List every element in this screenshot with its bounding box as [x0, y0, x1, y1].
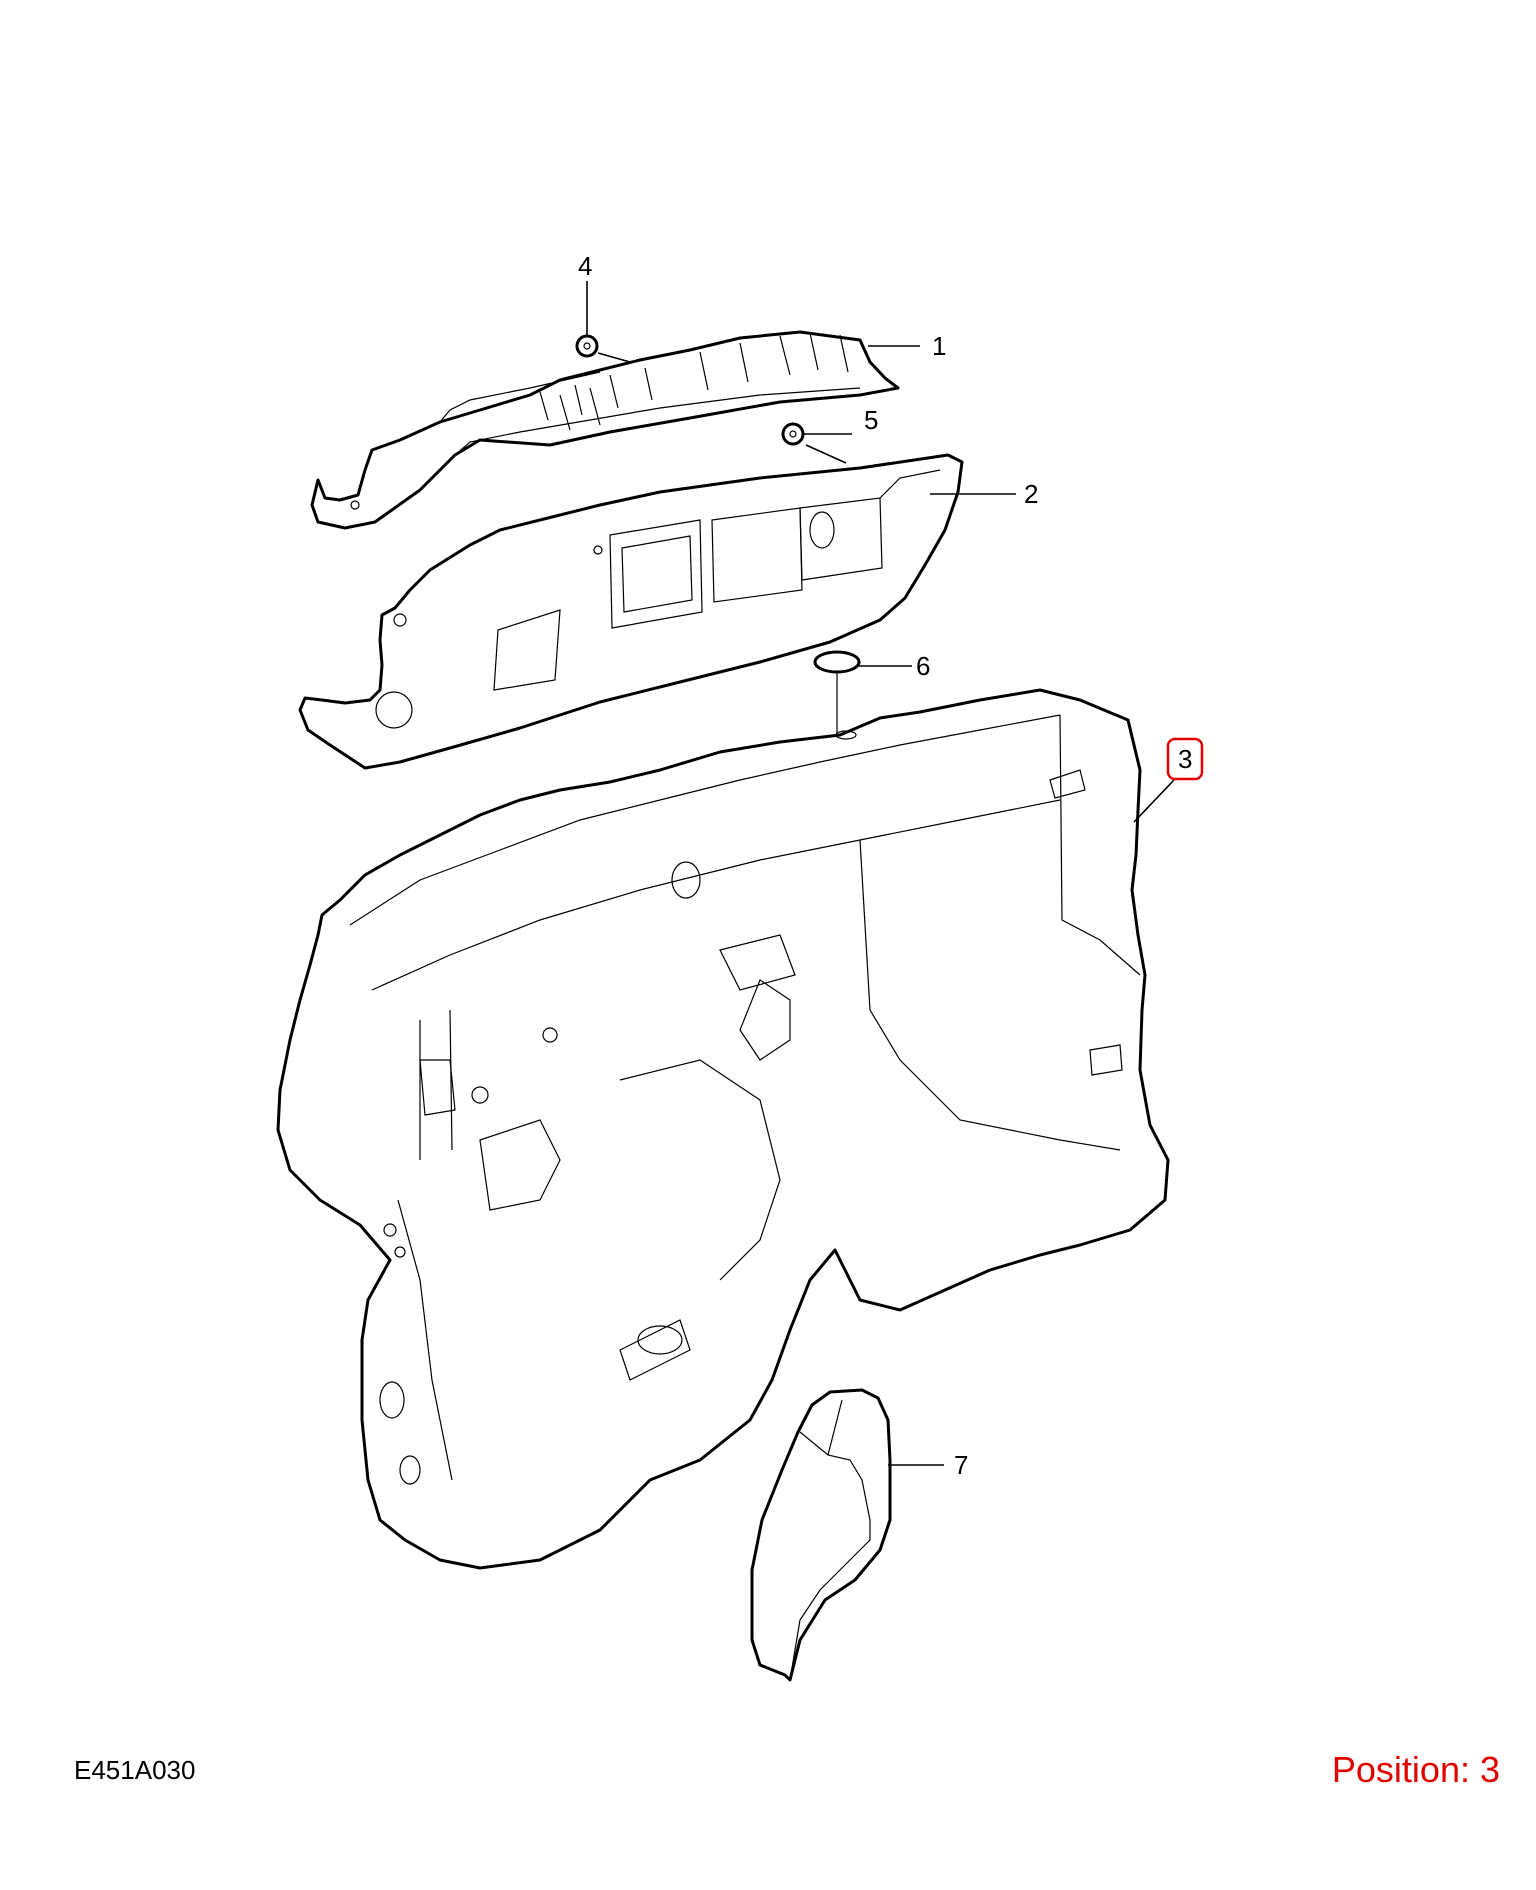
callout-3-highlight [1166, 737, 1204, 781]
callout-5[interactable]: 5 [864, 405, 878, 435]
drawing-code: E451A030 [74, 1755, 196, 1785]
callout-4[interactable]: 4 [578, 251, 592, 281]
callout-6[interactable]: 6 [916, 651, 930, 681]
part-2-bulkhead-insulator[interactable] [298, 453, 964, 770]
callout-3[interactable]: 3 [1178, 744, 1192, 774]
part-4-fastener[interactable] [575, 334, 599, 358]
callout-7[interactable]: 7 [954, 1450, 968, 1480]
callout-1[interactable]: 1 [932, 331, 946, 361]
leader-3 [1133, 779, 1175, 823]
callout-labels: 1 2 3 4 5 6 7 [578, 251, 1204, 1480]
part-1-cowl-panel[interactable] [310, 330, 900, 530]
leader-5b [805, 444, 847, 464]
callout-2[interactable]: 2 [1024, 479, 1038, 509]
part-7-side-insulator[interactable] [750, 1388, 892, 1682]
leader-4b [597, 352, 631, 363]
part-5-fastener[interactable] [781, 422, 805, 446]
leader-lines [586, 281, 1175, 1466]
part-6-plug[interactable] [813, 650, 861, 740]
position-indicator: Position: 3 [1331, 1749, 1500, 1790]
part-3-dash-insulator[interactable] [276, 688, 1170, 1570]
